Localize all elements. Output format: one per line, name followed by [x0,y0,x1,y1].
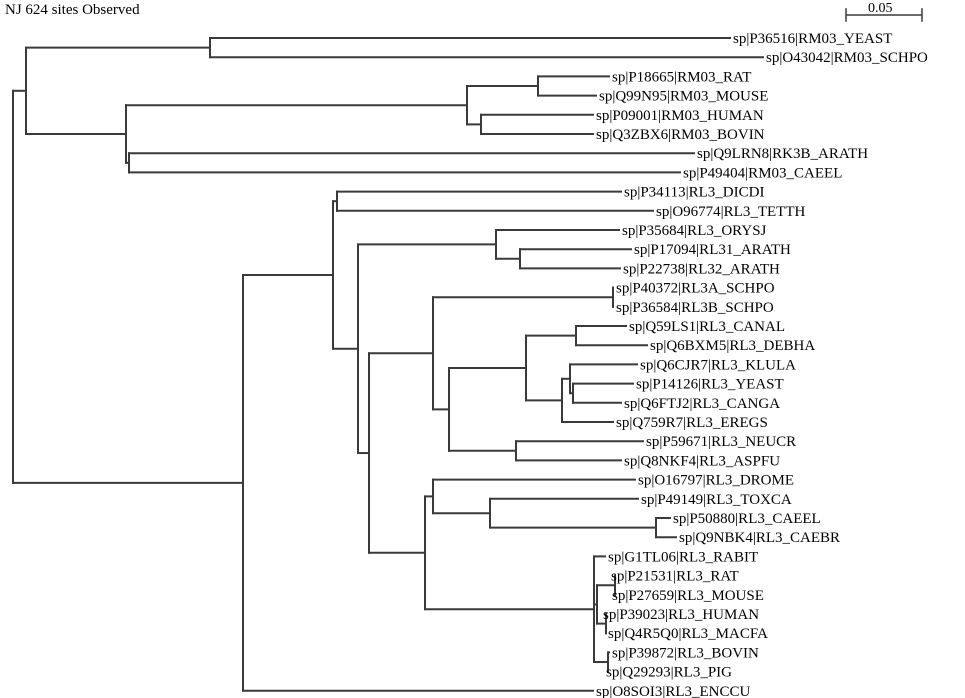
leaf-label: sp|P27659|RL3_MOUSE [612,588,764,604]
leaf-label: sp|Q8NKF4|RL3_ASPFU [624,453,780,469]
leaf-label: sp|Q29293|RL3_PIG [606,665,732,681]
leaf-labels: sp|P36516|RM03_YEAST sp|O43042|RM03_SCHPO… [596,31,928,698]
leaf-label: sp|Q6CJR7|RL3_KLULA [640,357,796,373]
leaf-label: sp|P50880|RL3_CAEEL [673,511,821,527]
leaf-label: sp|P34113|RL3_DICDI [624,185,764,201]
leaf-label: sp|Q99N95|RM03_MOUSE [599,89,768,105]
leaf-label: sp|P49404|RM03_CAEEL [683,165,842,181]
leaf-label: sp|Q59LS1|RL3_CANAL [629,319,785,335]
tree-branches [12,37,764,692]
leaf-label: sp|P14126|RL3_YEAST [636,377,784,393]
leaf-label: sp|P21531|RL3_RAT [611,569,739,585]
leaf-label: sp|O16797|RL3_DROME [638,473,794,489]
leaf-label: sp|Q9NBK4|RL3_CAEBR [679,530,840,546]
leaf-label: sp|P39023|RL3_HUMAN [603,607,759,623]
leaf-label: sp|P35684|RL3_ORYSJ [622,223,767,239]
leaf-label: sp|Q6BXM5|RL3_DEBHA [650,338,815,354]
leaf-label: sp|Q759R7|RL3_EREGS [616,415,768,431]
leaf-label: sp|P17094|RL31_ARATH [634,242,791,258]
leaf-label: sp|Q6FTJ2|RL3_CANGA [624,396,780,412]
leaf-label: sp|O43042|RM03_SCHPO [766,50,928,66]
leaf-label: sp|P36516|RM03_YEAST [733,31,892,47]
leaf-label: sp|P49149|RL3_TOXCA [641,492,792,508]
leaf-label: sp|P40372|RL3A_SCHPO [616,281,775,297]
scale-bar [845,8,923,22]
leaf-label: sp|Q9LRN8|RK3B_ARATH [697,146,868,162]
leaf-label: sp|P39872|RL3_BOVIN [612,645,759,661]
leaf-label: sp|P09001|RM03_HUMAN [596,108,764,124]
leaf-label: sp|Q3ZBX6|RM03_BOVIN [596,127,765,143]
leaf-label: sp|P18665|RM03_RAT [612,69,751,85]
leaf-label: sp|O8SOI3|RL3_ENCCU [596,684,751,698]
tree-title: NJ 624 sites Observed [5,2,140,18]
leaf-label: sp|P36584|RL3B_SCHPO [616,300,774,316]
scale-bar-label: 0.05 [868,1,893,16]
leaf-label: sp|O96774|RL3_TETTH [656,204,805,220]
leaf-label: sp|P59671|RL3_NEUCR [646,434,796,450]
leaf-label: sp|G1TL06|RL3_RABIT [608,549,758,565]
leaf-label: sp|Q4R5Q0|RL3_MACFA [608,626,768,642]
leaf-label: sp|P22738|RL32_ARATH [623,261,780,277]
